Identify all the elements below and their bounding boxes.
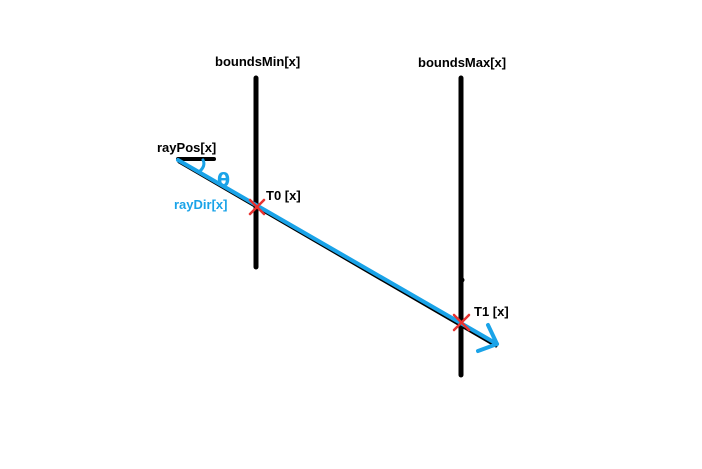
t0-label: T0 [x] — [266, 188, 301, 203]
t1-intersection-marker — [452, 313, 471, 332]
ray-arrowhead — [476, 323, 499, 353]
bounds-max-dot-top — [459, 158, 463, 162]
bounds-max-label: boundsMax[x] — [418, 55, 506, 70]
bounds-min-label: boundsMin[x] — [215, 54, 300, 69]
angle-arc — [197, 158, 206, 174]
ray-pos-label: rayPos[x] — [157, 140, 216, 155]
bounds-min-dot — [253, 157, 259, 163]
t0-intersection-marker — [248, 198, 266, 216]
ray-dir-label: rayDir[x] — [174, 197, 227, 212]
t1-label: T1 [x] — [474, 304, 509, 319]
bounds-max-dot-bottom — [459, 277, 465, 283]
ray-direction-line — [176, 158, 499, 346]
theta-label: θ — [217, 169, 230, 191]
